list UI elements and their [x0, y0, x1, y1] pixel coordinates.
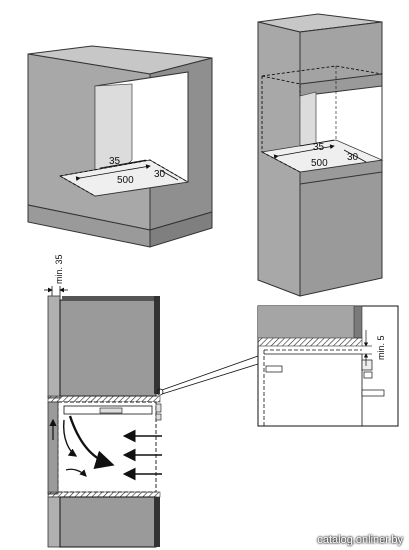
ventilation-section-figure [44, 286, 259, 548]
base-cabinet-figure [27, 45, 213, 248]
tall-cabinet-figure [257, 13, 384, 297]
detail-zoom-figure [257, 305, 399, 427]
dim-depth-a: 35 [109, 156, 121, 167]
dim-depth-b: 35 [313, 142, 325, 153]
dim-width-b: 500 [311, 158, 328, 169]
dim-side-a: 30 [154, 169, 166, 180]
watermark: catalog.onliner.by [317, 534, 403, 546]
dim-width-a: 500 [117, 175, 134, 186]
dim-min-5: min. 5 [376, 335, 386, 360]
dim-side-b: 30 [347, 152, 359, 163]
dim-min-35: min. 35 [54, 254, 64, 284]
